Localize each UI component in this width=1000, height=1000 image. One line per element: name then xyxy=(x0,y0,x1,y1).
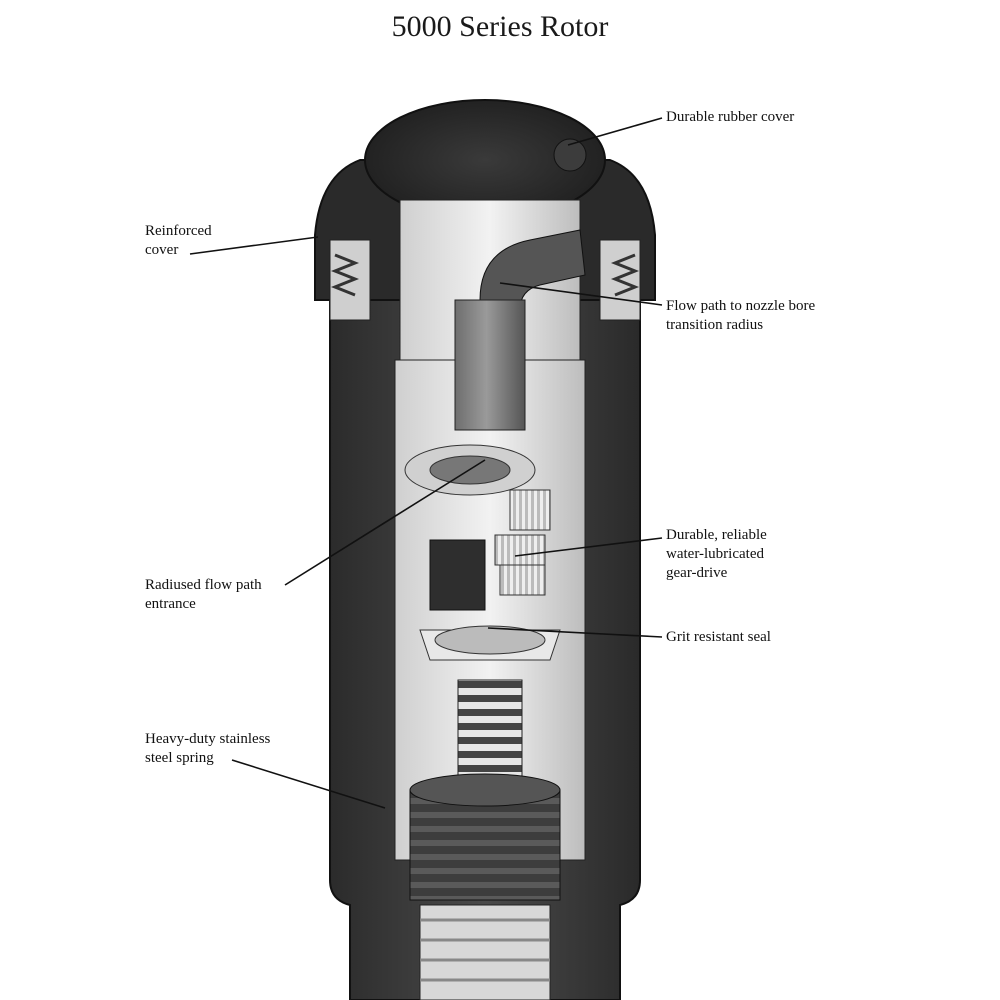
leader-rubber-cover xyxy=(567,117,663,146)
leader-radiused-entrance xyxy=(284,459,486,586)
riser-assembly xyxy=(394,199,586,901)
callout-grit-seal: Grit resistant seal xyxy=(666,629,771,645)
diagram-title: 5000 Series Rotor xyxy=(391,10,609,43)
callout-spring: Heavy-duty stainless steel spring xyxy=(145,731,271,766)
leader-reinforced-cover xyxy=(189,236,319,255)
callout-radiused-entrance: Radiused flow path entrance xyxy=(145,577,262,612)
leader-grit-seal xyxy=(487,627,663,638)
leader-spring xyxy=(231,759,386,809)
leader-flow-path-nozzle xyxy=(499,282,663,306)
leader-lines xyxy=(189,117,663,809)
callout-reinforced-cover: Reinforced cover xyxy=(145,223,212,258)
callout-flow-path-nozzle: Flow path to nozzle bore transition radi… xyxy=(666,298,816,333)
leader-gear-drive xyxy=(514,537,663,557)
callout-gear-drive: Durable, reliable water-lubricated gear-… xyxy=(666,527,767,581)
rubber-cover-top xyxy=(364,99,606,221)
callout-rubber-cover: Durable rubber cover xyxy=(666,109,795,125)
